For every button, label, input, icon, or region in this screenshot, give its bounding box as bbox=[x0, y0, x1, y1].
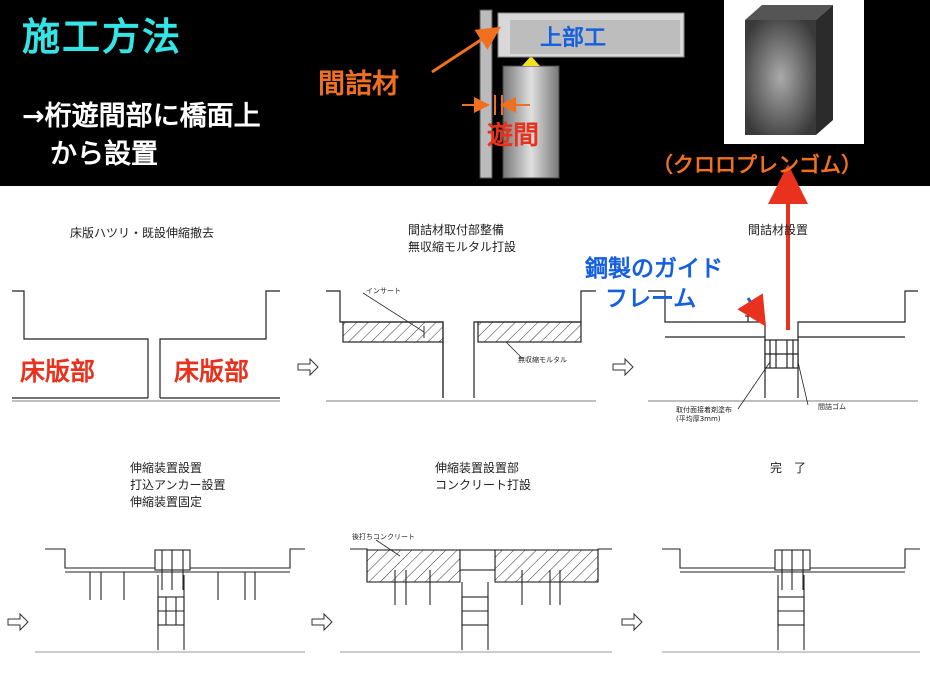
mortar-label: 無収縮モルタル bbox=[518, 356, 567, 364]
adhesive-label: 取付面接着剤塗布 (平均厚3mm) bbox=[676, 406, 732, 423]
step-arrow-4 bbox=[311, 612, 333, 632]
bearing bbox=[522, 56, 540, 66]
step6-title: 完 了 bbox=[770, 461, 807, 475]
step-arrow-2 bbox=[612, 357, 634, 377]
guide-arrow bbox=[737, 293, 766, 327]
top-schematic bbox=[431, 9, 685, 179]
step4-drawing bbox=[35, 548, 305, 653]
step3-drawing bbox=[648, 290, 918, 410]
page-subtitle: →桁遊間部に橋面上 から設置 bbox=[22, 98, 261, 174]
step2-title: 間詰材取付部整備 無収縮モルタル打設 bbox=[408, 223, 517, 254]
filler-arrow bbox=[431, 26, 502, 74]
slab-label-left: 床版部 bbox=[20, 357, 96, 386]
gap-label: 遊間 bbox=[487, 121, 540, 151]
slab-label-right: 床版部 bbox=[174, 357, 250, 386]
subtitle-line-1: →桁遊間部に橋面上 bbox=[22, 101, 261, 132]
step1-drawing bbox=[12, 290, 280, 402]
step6-drawing bbox=[662, 548, 920, 653]
step-arrow-1 bbox=[297, 357, 319, 377]
filler-rubber-label: 間詰ゴム bbox=[818, 403, 846, 411]
step-arrow-3 bbox=[7, 612, 29, 632]
filler-strip bbox=[479, 9, 493, 179]
rubber-block bbox=[745, 5, 833, 135]
insert-label: インサート bbox=[366, 287, 401, 295]
guide-frame-label: 鋼製のガイド フレーム bbox=[585, 256, 723, 312]
step2-drawing bbox=[326, 290, 596, 402]
post-concrete-label: 後打ちコンクリート bbox=[352, 533, 415, 541]
filler-label: 間詰材 bbox=[318, 69, 399, 100]
step4-title: 伸縮装置設置 打込アンカー設置 伸縮装置固定 bbox=[130, 461, 226, 509]
step-arrow-5 bbox=[621, 612, 643, 632]
page-title: 施工方法 bbox=[22, 15, 183, 59]
step5-drawing bbox=[340, 539, 612, 653]
step5-title: 伸縮装置設置部 コンクリート打設 bbox=[435, 461, 532, 492]
subtitle-line-2: から設置 bbox=[50, 139, 158, 170]
rubber-caption: （クロロプレンゴム） bbox=[652, 153, 862, 177]
step1-title: 床版ハツリ・既設伸縮撤去 bbox=[70, 226, 215, 240]
step3-title: 間詰材設置 bbox=[748, 223, 809, 237]
superstructure-label: 上部工 bbox=[540, 26, 607, 51]
